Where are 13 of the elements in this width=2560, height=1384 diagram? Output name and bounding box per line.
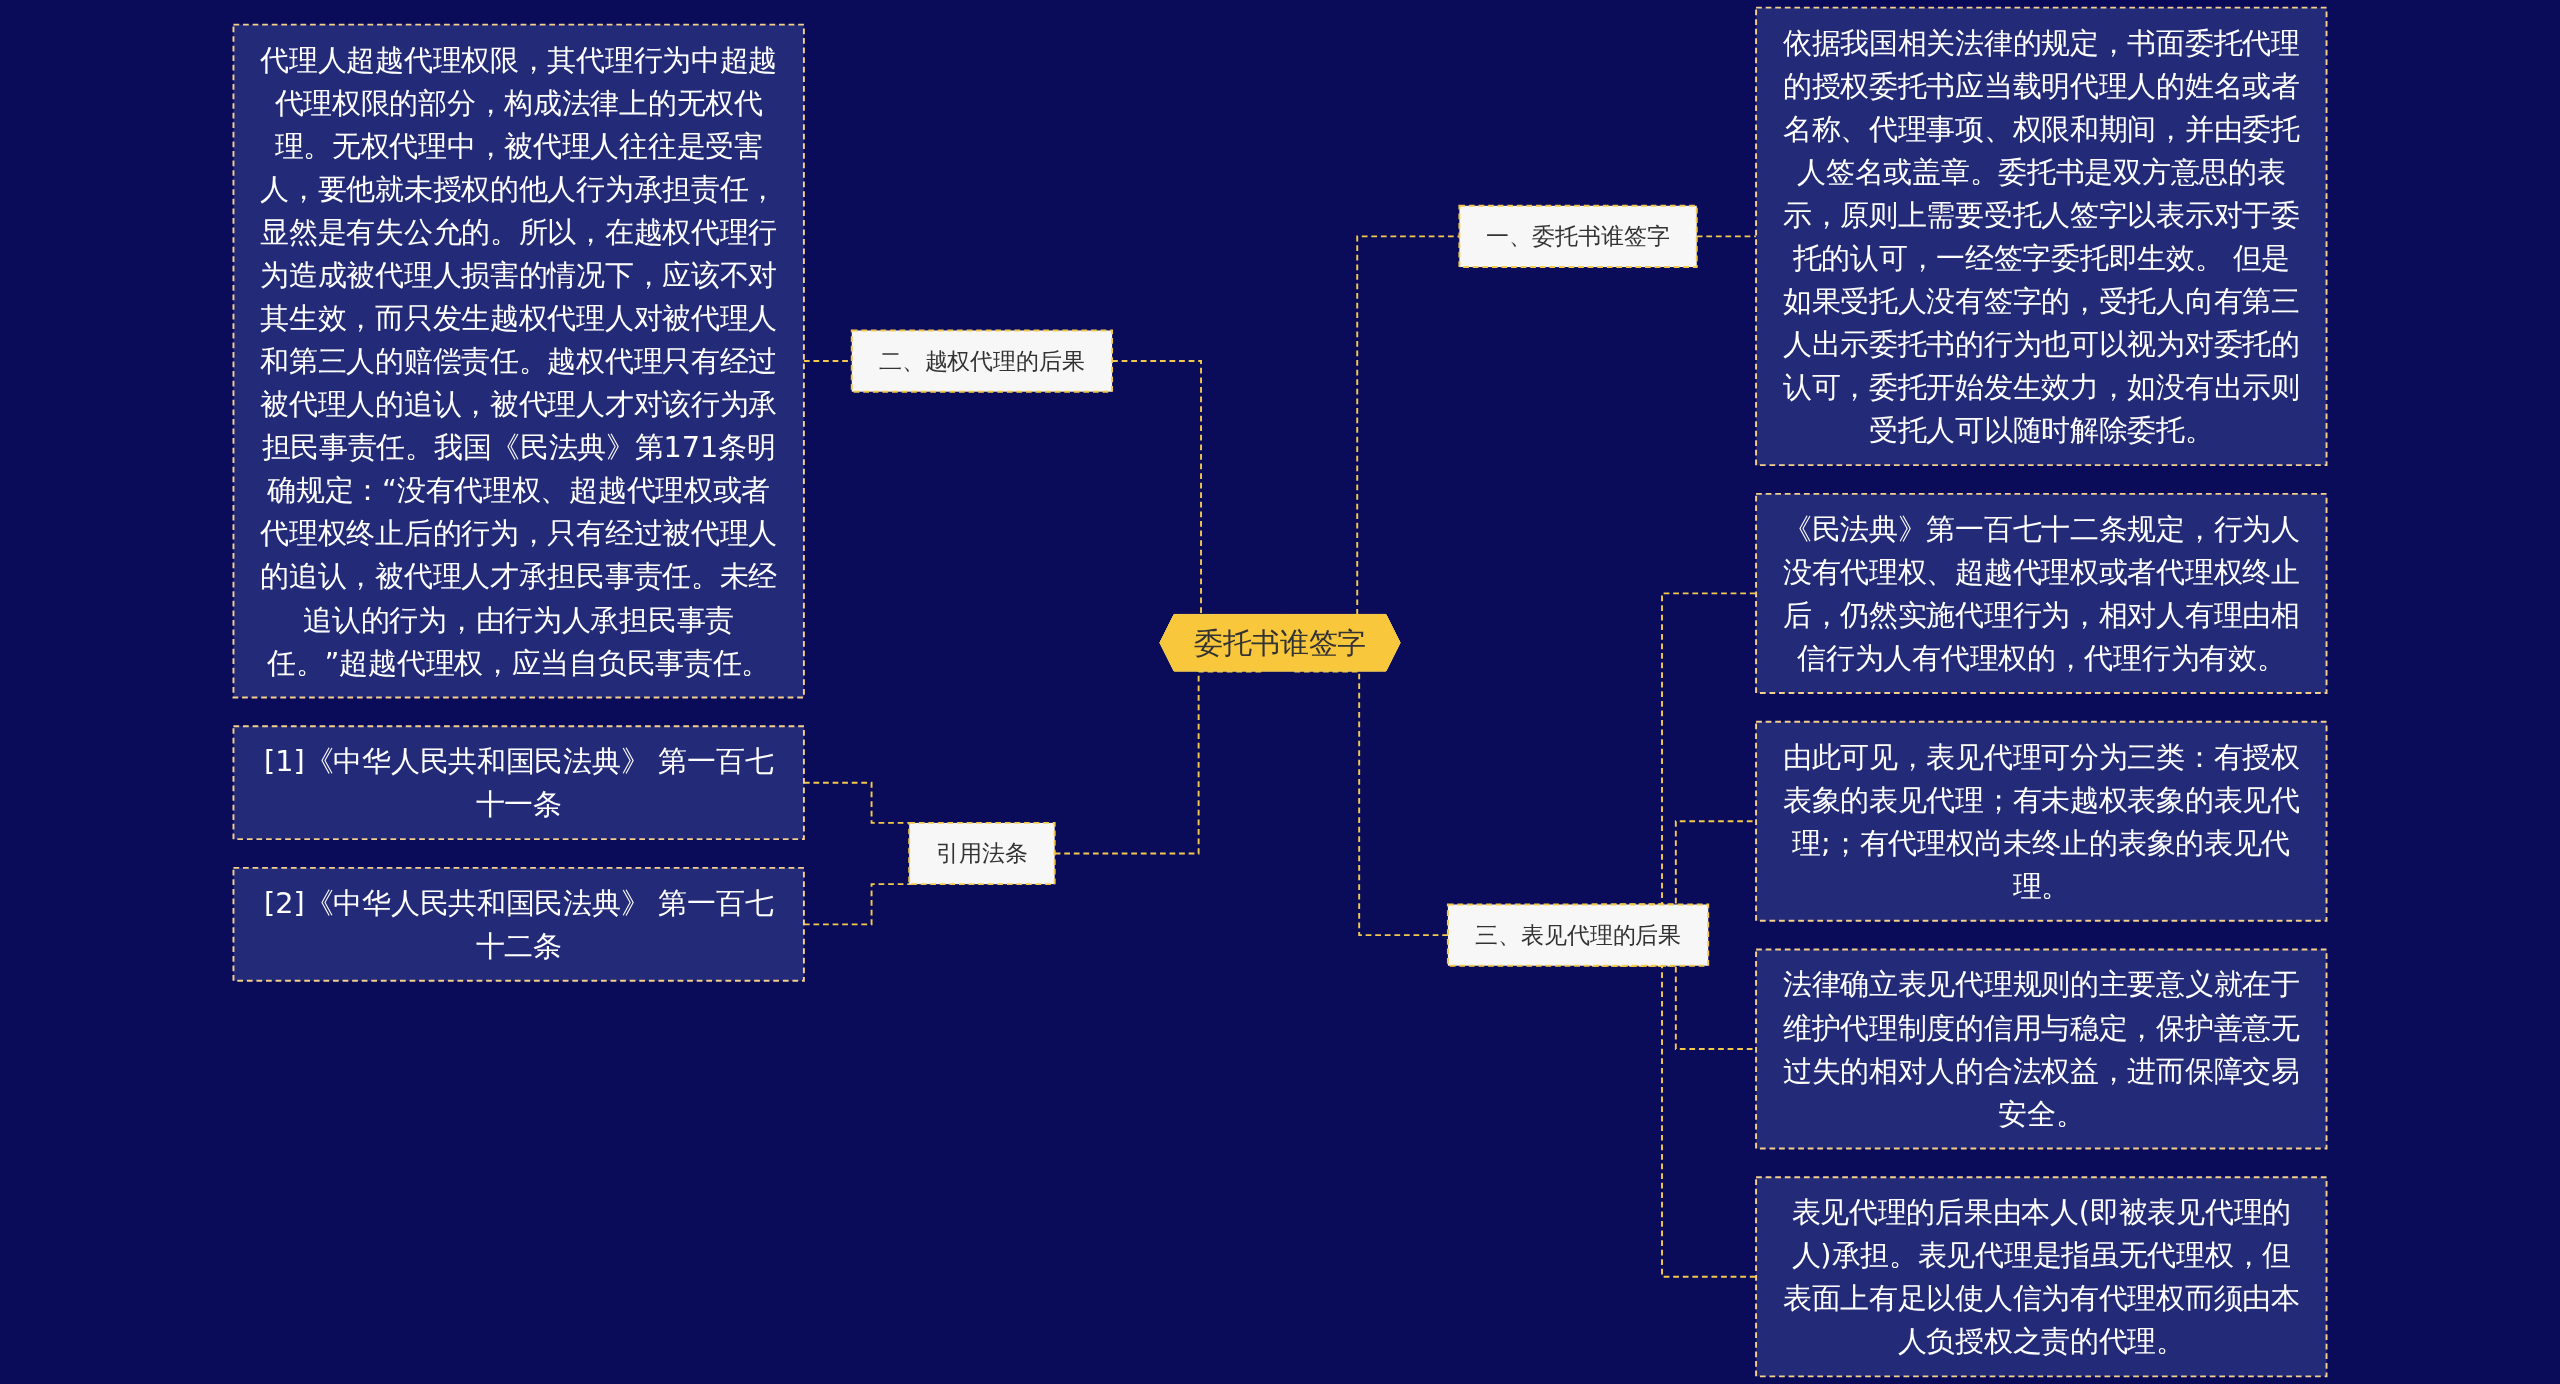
node-box: 依据我国相关法律的规定，书面委托代理的授权委托书应当载明代理人的姓名或者名称、代理事项、权限和期间，并由委托人签名或盖章。委托书是双方意思的表示，原则上需要受托人签字以表示对于委托的认可，一经签字委托即生效。 但是如果受托人没有签字的，受托人向有第三人出示委托书的行为也可以视为对委托的认可，委托开始发生效力，如没有出示则受托人可以随时解除委托。: [1755, 6, 2328, 467]
node-box: 二、越权代理的后果: [850, 329, 1114, 393]
node-box: [2]《中华人民共和国民法典》 第一百七十二条: [232, 866, 805, 982]
node-box: 引用法条: [908, 821, 1056, 886]
connector: [1695, 235, 1758, 238]
node-box: 由此可见，表见代理可分为三类：有授权表象的表见代理；有未越权表象的表见代理;；有代理权尚未终止的表象的表见代理。: [1755, 720, 2328, 922]
node-box: 《民法典》第一百七十二条规定，行为人没有代理权、超越代理权或者代理权终止后，仍然实施代理行为，相对人有理由相信行为人有代理权的，代理行为有效。: [1755, 492, 2328, 694]
node-box: [1]《中华人民共和国民法典》 第一百七十一条: [232, 725, 805, 841]
node-box: 表见代理的后果由本人(即被表见代理的人)承担。表见代理是指虽无代理权，但表面上有足以使人信为有代理权而须由本人负授权之责的代理。: [1755, 1176, 2328, 1378]
node-box: 法律确立表见代理规则的主要意义就在于维护代理制度的信用与稳定，保护善意无过失的相对人的合法权益，进而保障交易安全。: [1755, 948, 2328, 1150]
node-box: 代理人超越代理权限，其代理行为中超越代理权限的部分，构成法律上的无权代理。无权代理中，被代理人往往是受害人，要他就未授权的他人行为承担责任，显然是有失公允的。所以，在越权代理行为造成被代理人损害的情况下，应该不对其生效，而只发生越权代理人对被代理人和第三人的赔偿责任。越权代理只有经过被代理人的追认，被代理人才对该行为承担民事责任。我国《民法典》第171条明确规定：“没有代理权、超越代理权或者代理权终止后的行为，只有经过被代理人的追认，被代理人才承担民事责任。未经追认的行为，由行为人承担民事责任。”超越代理权，应当自负民事责任。: [232, 23, 805, 699]
node-box: 三、表见代理的后果: [1446, 903, 1710, 967]
node-box: 一、委托书谁签字: [1458, 204, 1698, 268]
